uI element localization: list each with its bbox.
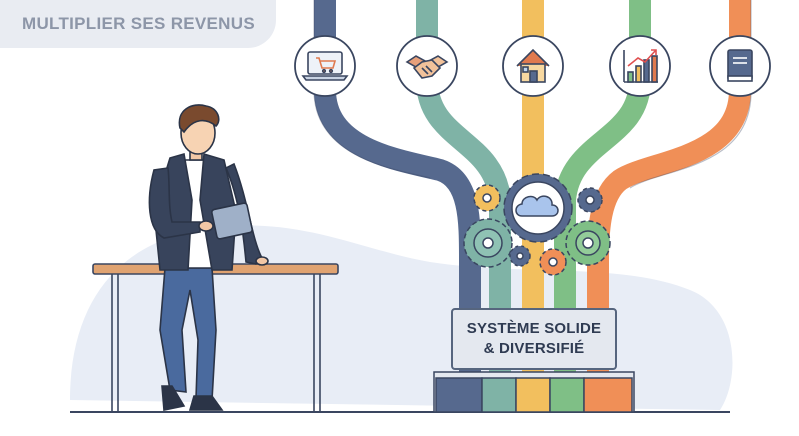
cloud-icon [515,195,559,217]
tablet [211,202,253,240]
plaque-line-2: & DIVERSIFIÉ [483,340,585,357]
handshake-icon [405,55,449,79]
stream-laptop [314,0,481,380]
person-shoe [188,395,224,411]
page-title-tab: MULTIPLIER SES REVENUS [0,0,276,48]
book-icon [727,49,753,82]
person-legs [159,267,217,401]
house-icon [516,48,550,83]
page-title: MULTIPLIER SES REVENUS [22,14,255,33]
laptop-cart-icon [301,51,349,81]
system-plaque: SYSTÈME SOLIDE & DIVERSIFIÉ [451,308,617,370]
plaque-line-1: SYSTÈME SOLIDE [466,320,602,337]
growth-chart-icon [623,49,658,83]
person-shoe [161,385,186,411]
gear-cluster [463,173,611,276]
stream-outlines [313,0,752,189]
person-hair [178,104,220,134]
pedestal-base [433,371,635,413]
person [148,104,269,411]
